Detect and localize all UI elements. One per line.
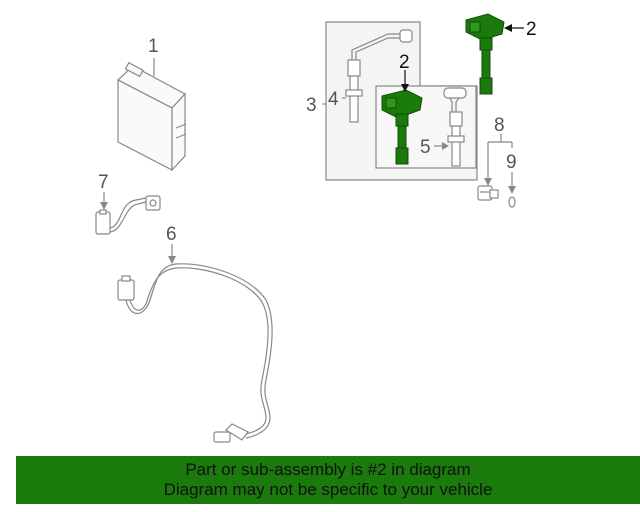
part-7-sensor-harness[interactable] <box>95 195 161 235</box>
part-4-plug-lead[interactable] <box>345 29 413 123</box>
part-9-o-ring[interactable] <box>508 196 516 208</box>
arrow-7 <box>100 202 108 210</box>
arrow-2a <box>504 24 512 32</box>
info-banner: Part or sub-assembly is #2 in diagram Di… <box>16 456 640 504</box>
callout-6[interactable]: 6 <box>166 224 177 245</box>
arrow-5 <box>442 142 449 150</box>
part-8-sensor[interactable] <box>477 185 499 201</box>
callout-2-inner[interactable]: 2 <box>399 52 410 73</box>
banner-line-2: Diagram may not be specific to your vehi… <box>163 480 493 499</box>
part-1-control-module[interactable] <box>116 61 187 172</box>
parts-diagram: 1 4 3 2 5 <box>95 13 537 443</box>
arrow-2b <box>401 84 409 92</box>
callout-3[interactable]: 3 <box>306 95 317 116</box>
callout-2-outer[interactable]: 2 <box>526 19 537 40</box>
leader-8-bracket <box>487 134 513 184</box>
callout-7[interactable]: 7 <box>98 172 109 193</box>
arrow-8 <box>484 178 492 186</box>
arrow-6 <box>168 256 176 264</box>
callout-4[interactable]: 4 <box>328 89 339 110</box>
arrow-9 <box>508 186 516 194</box>
callout-1[interactable]: 1 <box>148 36 159 57</box>
callout-5[interactable]: 5 <box>420 137 431 158</box>
banner-line-1: Part or sub-assembly is #2 in diagram <box>185 460 471 479</box>
callout-9[interactable]: 9 <box>506 152 517 173</box>
callout-8[interactable]: 8 <box>494 115 505 136</box>
part-5-plug-lead[interactable] <box>443 87 467 167</box>
part-2-ignition-coil-outer[interactable] <box>465 13 505 95</box>
part-2-ignition-coil-inner[interactable] <box>381 89 423 165</box>
part-6-wire-harness[interactable] <box>117 263 273 443</box>
